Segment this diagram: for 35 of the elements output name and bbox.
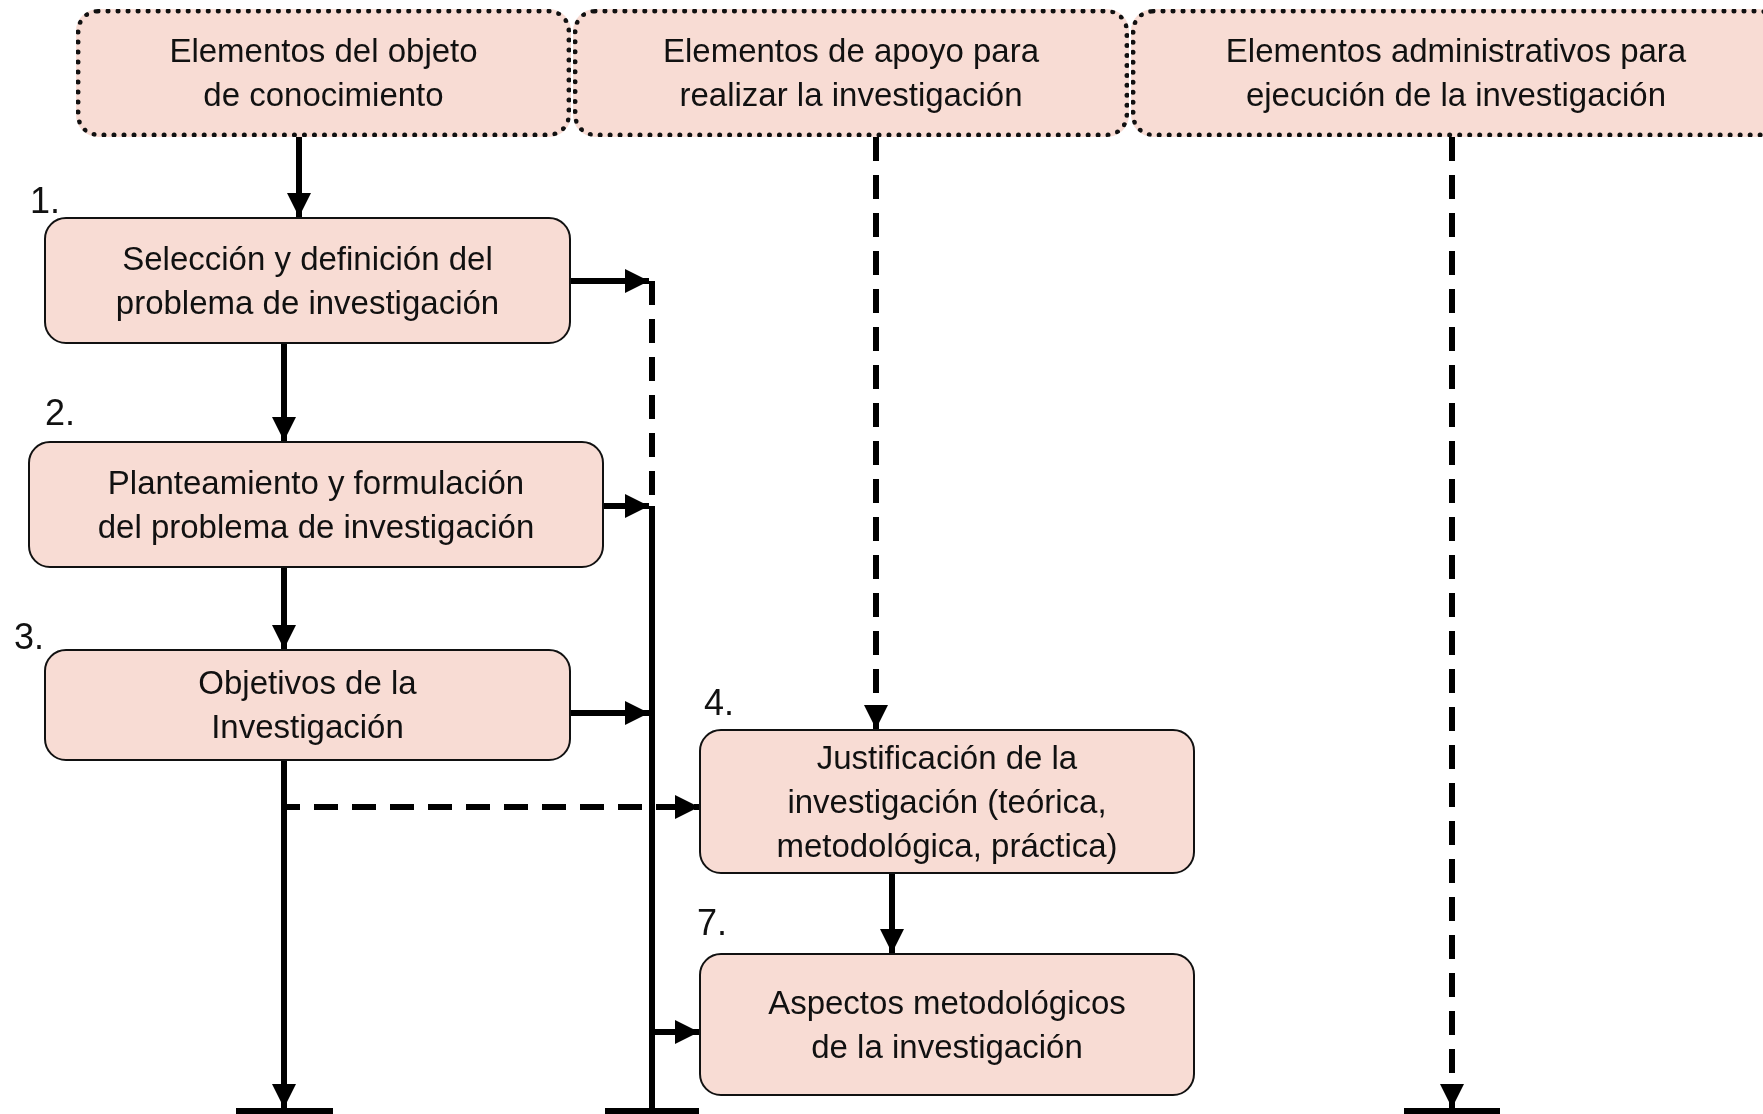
box-label: Elementos del objeto de conocimiento: [168, 31, 479, 115]
box-label: Elementos administrativos para ejecución de la investigación: [1224, 31, 1688, 115]
process-box: [699, 953, 1195, 1096]
box-label: Elementos de apoyo para realizar la investigación: [661, 31, 1041, 115]
step-number: 2.: [45, 392, 76, 434]
box-label: Objetivos de la Investigación: [197, 663, 418, 747]
dashed-arrow: [1440, 137, 1464, 1108]
step-number: 7.: [697, 902, 728, 944]
category-box: [573, 9, 1129, 137]
box-label: Planteamiento y formulación del problema de investigación: [96, 462, 536, 547]
dashed-arrow: [281, 761, 699, 819]
box-label: Justificación de la investigación (teórica, metodológica, práctica): [775, 737, 1119, 866]
arrow: [571, 269, 649, 293]
end-bar: [1404, 1108, 1500, 1114]
box-label: Selección y definición del problema de investigación: [114, 238, 501, 323]
process-box: [699, 729, 1195, 874]
category-box: [76, 9, 571, 137]
arrow: [287, 137, 311, 217]
arrow: [880, 874, 904, 953]
process-box: [28, 441, 604, 568]
step-number: 4.: [704, 682, 735, 724]
arrow: [272, 344, 296, 441]
step-number: 1.: [30, 180, 61, 222]
arrow: [655, 1020, 699, 1044]
end-bar: [236, 1108, 333, 1114]
step-number: 3.: [14, 616, 45, 658]
process-box: [44, 649, 571, 761]
category-box: [1131, 9, 1763, 137]
arrow: [571, 701, 649, 725]
arrow: [604, 494, 649, 518]
end-bar: [605, 1108, 699, 1114]
dashed-arrow: [864, 137, 888, 729]
process-box: [44, 217, 571, 344]
box-label: Aspectos metodológicos de la investigación: [767, 982, 1127, 1067]
arrow: [272, 568, 296, 649]
